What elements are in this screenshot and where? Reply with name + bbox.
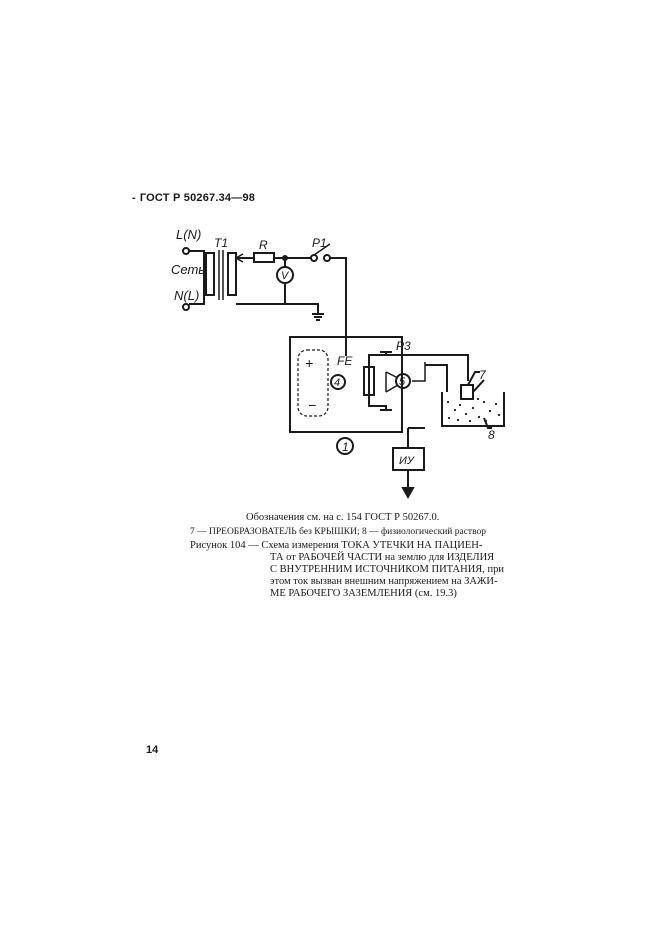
figure-caption-line-2: ТА от РАБОЧЕЙ ЧАСТИ на землю для ИЗДЕЛИЯ — [270, 552, 495, 563]
applied-part-wiring — [368, 352, 387, 410]
label-n5: 5 — [399, 376, 406, 388]
label-n8: 8 — [488, 428, 495, 442]
symbol-reference: Обозначения см. на с. 154 ГОСТ Р 50267.0… — [246, 512, 440, 523]
figure-caption-line-3: С ВНУТРЕННИМ ИСТОЧНИКОМ ПИТАНИЯ, при — [270, 564, 505, 575]
label-p1: P1 — [312, 236, 327, 250]
device-number-1 — [336, 437, 354, 455]
label-n4: 4 — [334, 377, 340, 389]
label-n1: 1 — [342, 440, 349, 454]
standard-number: ГОСТ Р 50267.34—98 — [139, 192, 256, 204]
page-number: 14 — [146, 744, 159, 756]
transducer — [460, 384, 474, 400]
figure-caption-line-5: МЕ РАБОЧЕГО ЗАЗЕМЛЕНИЯ (см. 19.3) — [270, 588, 457, 599]
label-mains: Сеть — [171, 262, 205, 277]
label-fe: FE — [337, 354, 353, 368]
figure-caption-line-1: Рисунок 104 — Схема измерения ТОКА УТЕЧК… — [190, 540, 483, 551]
switch-terminal-a — [310, 254, 318, 262]
label-voltmeter: V — [281, 270, 290, 282]
label-minus: − — [308, 397, 316, 413]
label-p3: P3 — [396, 339, 411, 353]
resistor-r — [253, 252, 275, 263]
label-n7: 7 — [479, 368, 487, 382]
transformer-t1 — [205, 250, 237, 300]
saline-container — [441, 392, 505, 427]
header-dash: - — [132, 192, 136, 204]
internal-source — [297, 349, 329, 417]
device-enclosure — [289, 336, 403, 433]
label-t1: T1 — [214, 236, 228, 250]
saline-solution — [446, 397, 501, 423]
ground-symbol-2 — [401, 487, 415, 500]
label-r: R — [259, 238, 268, 252]
figure-caption-line-4: этом ток вызван внешним напряжением на З… — [270, 576, 498, 587]
page-header: -ГОСТ Р 50267.34—98 — [132, 192, 255, 204]
figure-legend: 7 — ПРЕОБРАЗОВАТЕЛЬ без КРЫШКИ; 8 — физи… — [190, 527, 486, 537]
ground-symbol-1 — [312, 313, 324, 321]
switch-terminal-b — [323, 254, 331, 262]
mains-terminals — [182, 247, 205, 311]
label-line: L(N) — [176, 227, 201, 242]
label-neutral: N(L) — [174, 288, 199, 303]
label-plus: + — [305, 355, 313, 371]
label-mu: ИУ — [399, 455, 415, 467]
